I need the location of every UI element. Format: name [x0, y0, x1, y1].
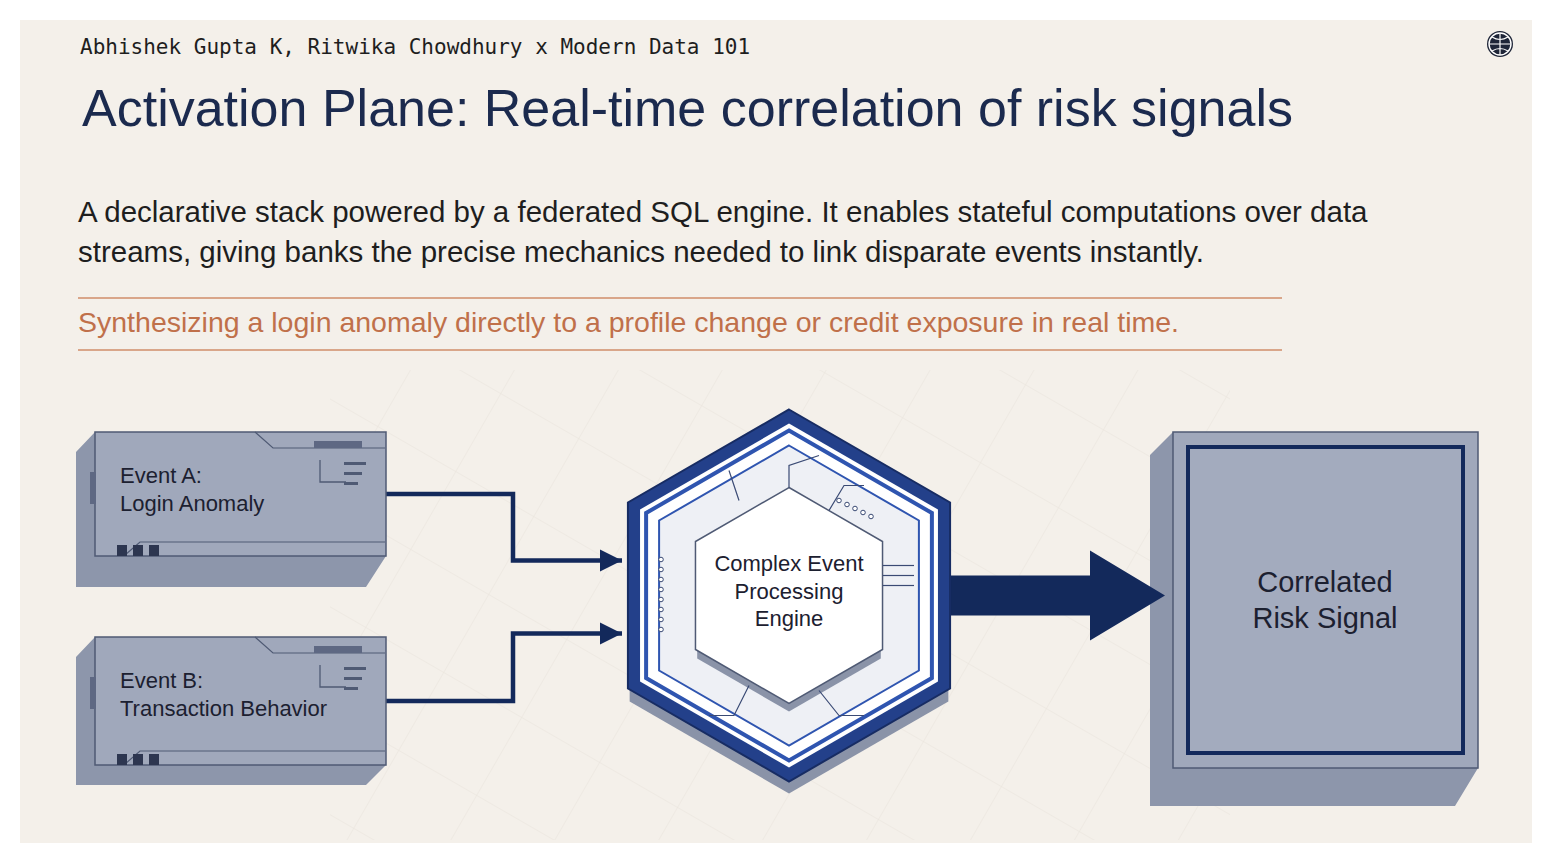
box-shadow [1150, 432, 1478, 806]
engine-hexagon: Complex Event Processing Engine [624, 415, 954, 800]
node-text: Event B: [120, 667, 360, 695]
node-text: Transaction Behavior [120, 695, 360, 723]
event-box: Event A:Login Anomaly [95, 432, 386, 556]
text-holder: Event B:Transaction Behavior [120, 667, 360, 722]
node-text: Complex Event Processing Engine [699, 550, 879, 633]
box-shadow [76, 637, 386, 785]
text-holder: Correlated Risk Signal [1235, 564, 1415, 637]
event-box: Event B:Transaction Behavior [95, 637, 386, 765]
connector-arrow [386, 494, 622, 561]
node-text: Event A: [120, 462, 320, 490]
highlight-text: Synthesizing a login anomaly directly to… [78, 305, 1298, 339]
text-holder: Complex Event Processing Engine [699, 550, 879, 633]
text-holder: Event A:Login Anomaly [120, 462, 320, 517]
grid-texture [330, 370, 1230, 840]
subtitle: A declarative stack powered by a federat… [78, 192, 1438, 272]
node-text: Login Anomaly [120, 490, 320, 518]
node-text: Correlated Risk Signal [1235, 564, 1415, 637]
flow-arrow [948, 551, 1165, 641]
title: Activation Plane: Real-time correlation … [82, 78, 1293, 138]
rule-line [78, 349, 1282, 351]
node-outline [1173, 432, 1478, 768]
signal-box: Correlated Risk Signal [1173, 432, 1478, 768]
rule-line [78, 297, 1282, 299]
author-credit: Abhishek Gupta K, Ritwika Chowdhury x Mo… [80, 35, 980, 60]
box-shadow [76, 432, 386, 587]
card [20, 20, 1532, 843]
globe-icon [1487, 31, 1513, 57]
connector-arrow [386, 634, 622, 702]
